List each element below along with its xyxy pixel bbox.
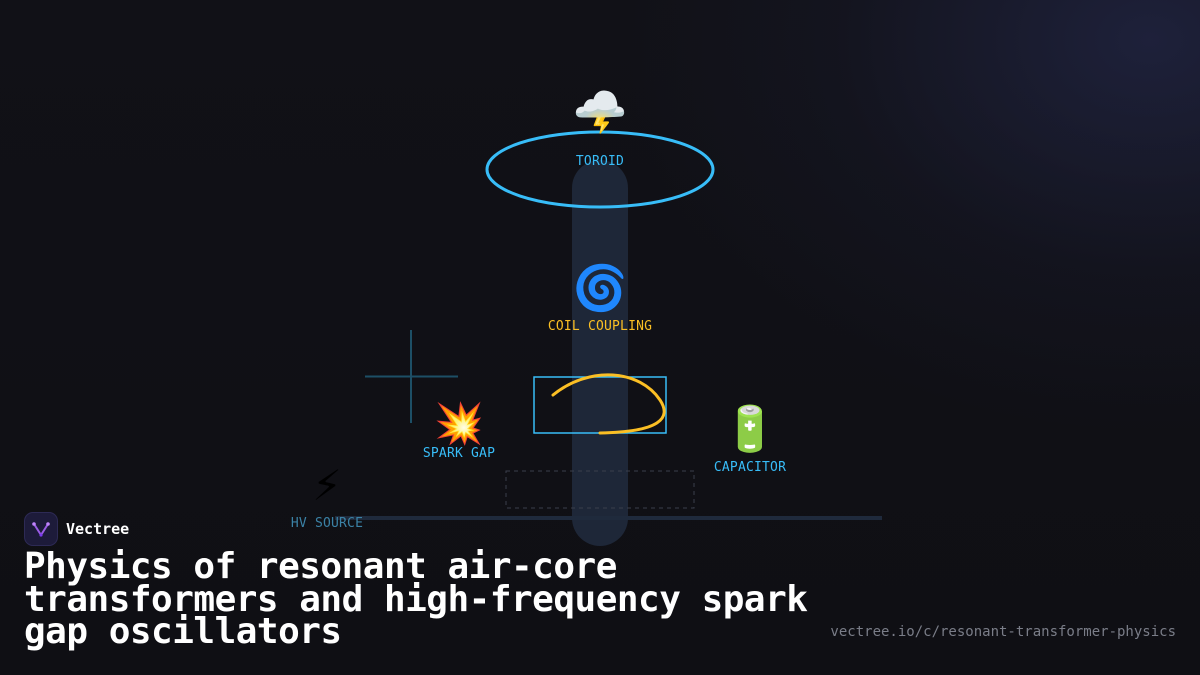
vectree-logo-icon bbox=[24, 512, 58, 546]
hv-source-label: HV SOURCE bbox=[291, 516, 363, 531]
ground-baseline bbox=[335, 516, 882, 520]
page-url[interactable]: vectree.io/c/resonant-transformer-physic… bbox=[830, 624, 1176, 640]
toroid-label: TOROID bbox=[576, 154, 624, 169]
brand[interactable]: Vectree bbox=[24, 512, 129, 546]
collision-icon: 💥 bbox=[434, 400, 484, 447]
high-voltage-icon: ⚡ bbox=[312, 461, 342, 510]
page-title: Physics of resonant air-core transformer… bbox=[24, 546, 808, 652]
coupling-arc bbox=[551, 373, 666, 435]
toroid-ring bbox=[485, 130, 715, 209]
cyclone-icon: 🌀 bbox=[573, 261, 628, 314]
storm-cloud-lightning-icon: 🌩️ bbox=[573, 87, 628, 138]
capacitor-label: CAPACITOR bbox=[714, 460, 786, 475]
coil-coupling-label: COIL COUPLING bbox=[548, 319, 652, 334]
secondary-coil-column bbox=[572, 160, 628, 546]
spark-gap-label: SPARK GAP bbox=[423, 446, 495, 461]
brand-name: Vectree bbox=[66, 520, 130, 538]
battery-icon: 🔋 bbox=[723, 404, 778, 455]
